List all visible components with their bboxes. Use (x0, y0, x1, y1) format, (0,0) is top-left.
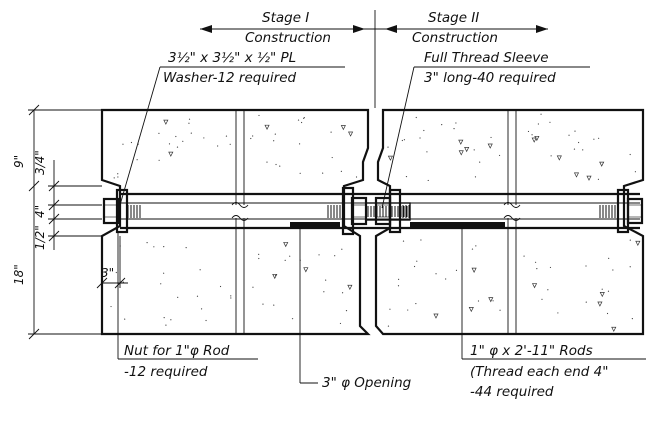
rod-threads (127, 202, 616, 221)
rod-break-right (503, 202, 521, 208)
stage2-label: Stage II (428, 10, 479, 26)
concrete-stipple (110, 113, 641, 333)
left-dimension-chain (28, 104, 128, 340)
sleeve-label: Full Thread Sleeve (424, 50, 549, 66)
rod-band (120, 192, 640, 230)
rod-break-left (231, 202, 249, 208)
nut-label: Nut for 1"φ Rod (124, 343, 230, 359)
left-washer-nut (102, 188, 129, 234)
dim-rod-zone: 4" (33, 205, 47, 218)
dim-upper-quarter: 3/4" (33, 150, 47, 175)
right-washer-nut (616, 188, 644, 234)
dim-edge-offset: 3" (101, 266, 114, 280)
stage1-sublabel: Construction (245, 30, 331, 46)
opening-label: 3" φ Opening (322, 375, 412, 391)
dim-bottom-slab: 18" (12, 264, 26, 285)
washer-quantity: Washer-12 required (163, 70, 297, 86)
dim-top-slab: 9" (12, 155, 26, 168)
sleeve-leader (381, 66, 415, 209)
sleeve-quantity: 3" long-40 required (424, 70, 556, 86)
stage-divider (200, 10, 548, 108)
nut-quantity: -12 required (124, 364, 208, 380)
rods-detail: (Thread each end 4" (470, 364, 608, 380)
rods-label: 1" φ x 2'-11" Rods (470, 343, 593, 359)
washer-leader (119, 66, 161, 206)
stage1-label: Stage I (262, 10, 309, 26)
stage2-sublabel: Construction (412, 30, 498, 46)
stage2-slab (374, 108, 645, 336)
rods-quantity: -44 required (470, 384, 554, 400)
washer-label: 3½" x 3½" x ½" PL (168, 50, 296, 66)
stage1-slab (100, 108, 371, 336)
dim-lower-half: 1/2" (33, 225, 47, 250)
